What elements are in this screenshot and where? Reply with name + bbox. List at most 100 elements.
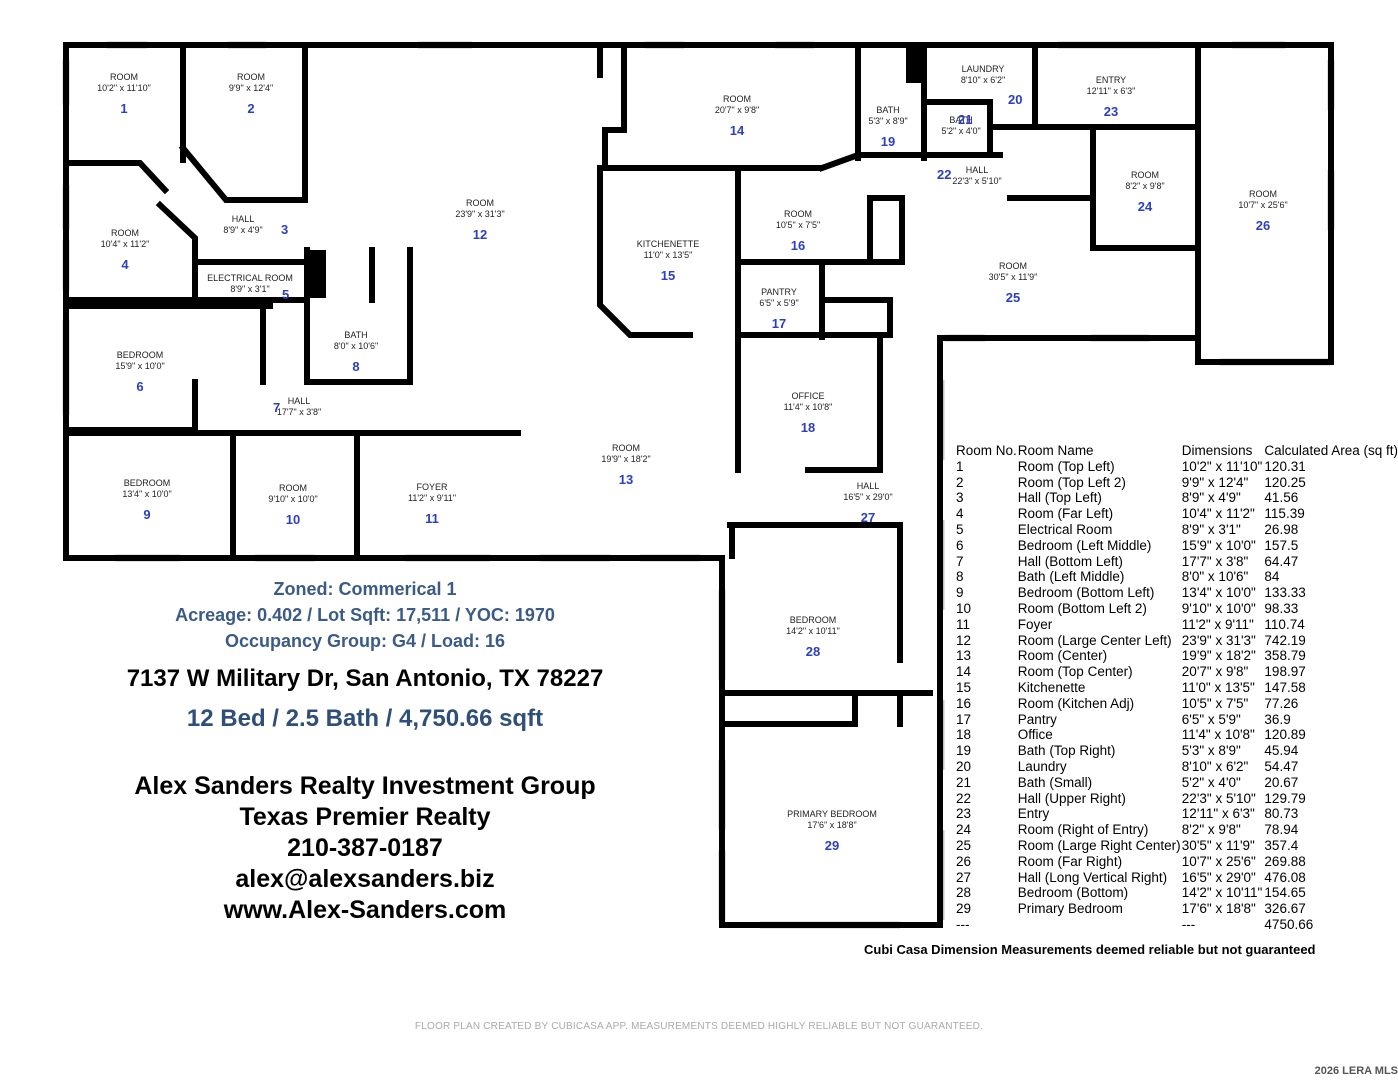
legend-header-cell: Dimensions [1181, 443, 1253, 458]
legend-cell: 16'5" x 29'0" [1181, 869, 1256, 885]
legend-cell: 26 [956, 853, 972, 869]
legend-cell: Room (Large Center Left) [1017, 632, 1172, 648]
legend-cell: 269.88 [1264, 853, 1306, 869]
room-dimensions: 5'3" x 8'9" [868, 116, 908, 127]
legend-cell: 358.79 [1264, 648, 1306, 664]
legend-cell: 27 [956, 869, 972, 885]
copyright: 2026 LERA MLS [1314, 1065, 1398, 1077]
legend-cell: 16 [956, 695, 972, 711]
legend-cell: Hall (Top Left) [1017, 490, 1102, 506]
legend-cell: Hall (Bottom Left) [1017, 553, 1123, 569]
room-number: 26 [1255, 217, 1271, 233]
legend-cell: --- [1181, 916, 1196, 932]
room-dimensions: 9'10" x 10'0" [268, 494, 318, 505]
room-name: HALL [231, 214, 255, 224]
legend-cell: 12 [956, 632, 972, 648]
legend-cell: --- [956, 916, 970, 932]
legend-cell: 11'0" x 13'5" [1181, 679, 1255, 695]
room-dimensions: 22'3" x 5'10" [952, 176, 1002, 187]
legend-cell: 23 [956, 806, 972, 822]
room-name: ROOM [110, 228, 139, 238]
legend-cell: 17'7" x 3'8" [1181, 553, 1249, 569]
room-name: ROOM [465, 198, 494, 208]
legend-cell: 15 [956, 679, 972, 695]
room-dimensions: 6'5" x 5'9" [759, 298, 799, 309]
legend-cell: 129.79 [1264, 790, 1306, 806]
legend-cell: 133.33 [1264, 585, 1306, 601]
legend-cell: Office [1017, 727, 1053, 743]
room-number: 25 [1005, 289, 1021, 305]
legend-cell: 9'10" x 10'0" [1181, 600, 1256, 616]
legend-cell: Room (Far Left) [1017, 506, 1114, 522]
legend-cell: 20 [956, 758, 972, 774]
room-dimensions: 15'9" x 10'0" [115, 361, 165, 372]
legend-cell: 36.9 [1264, 711, 1291, 727]
legend-cell: Room (Center) [1017, 648, 1108, 664]
legend-cell: 11'2" x 9'11" [1181, 616, 1254, 632]
room-dimensions: 11'0" x 13'5" [643, 250, 693, 261]
legend-cell: 20'7" x 9'8" [1181, 664, 1249, 680]
legend-cell: 10'7" x 25'6" [1181, 853, 1256, 869]
legend-cell: 30'5" x 11'9" [1181, 837, 1255, 853]
room-number: 2 [247, 100, 255, 116]
room-number: 5 [282, 287, 290, 302]
legend-cell: Kitchenette [1017, 679, 1086, 695]
website: www.Alex-Sanders.com [223, 896, 507, 924]
legend-cell: 9 [956, 585, 964, 601]
legend-cell: Room (Kitchen Adj) [1017, 695, 1135, 711]
room-name: PANTRY [761, 287, 797, 297]
legend-cell: 3 [956, 490, 964, 506]
brokerage-name: Texas Premier Realty [239, 803, 491, 831]
legend-cell: 8'9" x 3'1" [1181, 521, 1241, 537]
legend-cell: 1 [956, 458, 964, 474]
room-number: 13 [618, 471, 634, 487]
legend-cell: 15'9" x 10'0" [1181, 537, 1256, 553]
room-number: 11 [425, 510, 439, 526]
legend-cell: Electrical Room [1017, 521, 1113, 537]
room-dimensions: 8'2" x 9'8" [1125, 181, 1165, 192]
legend-cell: 9'9" x 12'4" [1181, 474, 1249, 490]
room-name: PRIMARY BEDROOM [787, 809, 877, 819]
room-number: 9 [143, 506, 151, 522]
legend-cell: 10'4" x 11'2" [1181, 506, 1255, 522]
legend-cell: 24 [956, 822, 972, 838]
room-dimensions: 17'6" x 18'8" [807, 820, 857, 831]
contact-block: Alex Sanders Realty Investment Group Tex… [60, 771, 670, 926]
zoning: Zoned: Commerical 1 [273, 579, 457, 599]
legend-cell: Room (Bottom Left 2) [1017, 600, 1147, 616]
email: alex@alexsanders.biz [235, 865, 495, 893]
room-name: HALL [965, 165, 989, 175]
room-name: HALL [287, 396, 311, 406]
property-info: Zoned: Commerical 1 Acreage: 0.402 / Lot… [60, 576, 670, 654]
legend-cell: 17'6" x 18'8" [1181, 901, 1256, 917]
legend-cell: 98.33 [1264, 600, 1299, 616]
legend-cell: Room (Top Left 2) [1017, 474, 1126, 490]
room-name: ENTRY [1095, 75, 1127, 85]
phone: 210-387-0187 [287, 834, 443, 862]
room-dimensions: 11'4" x 10'8" [783, 402, 833, 413]
legend-cell: 2 [956, 474, 964, 490]
room-name: FOYER [416, 482, 448, 492]
room-name: OFFICE [791, 391, 825, 401]
room-dimensions: 12'11" x 6'3" [1086, 86, 1136, 97]
